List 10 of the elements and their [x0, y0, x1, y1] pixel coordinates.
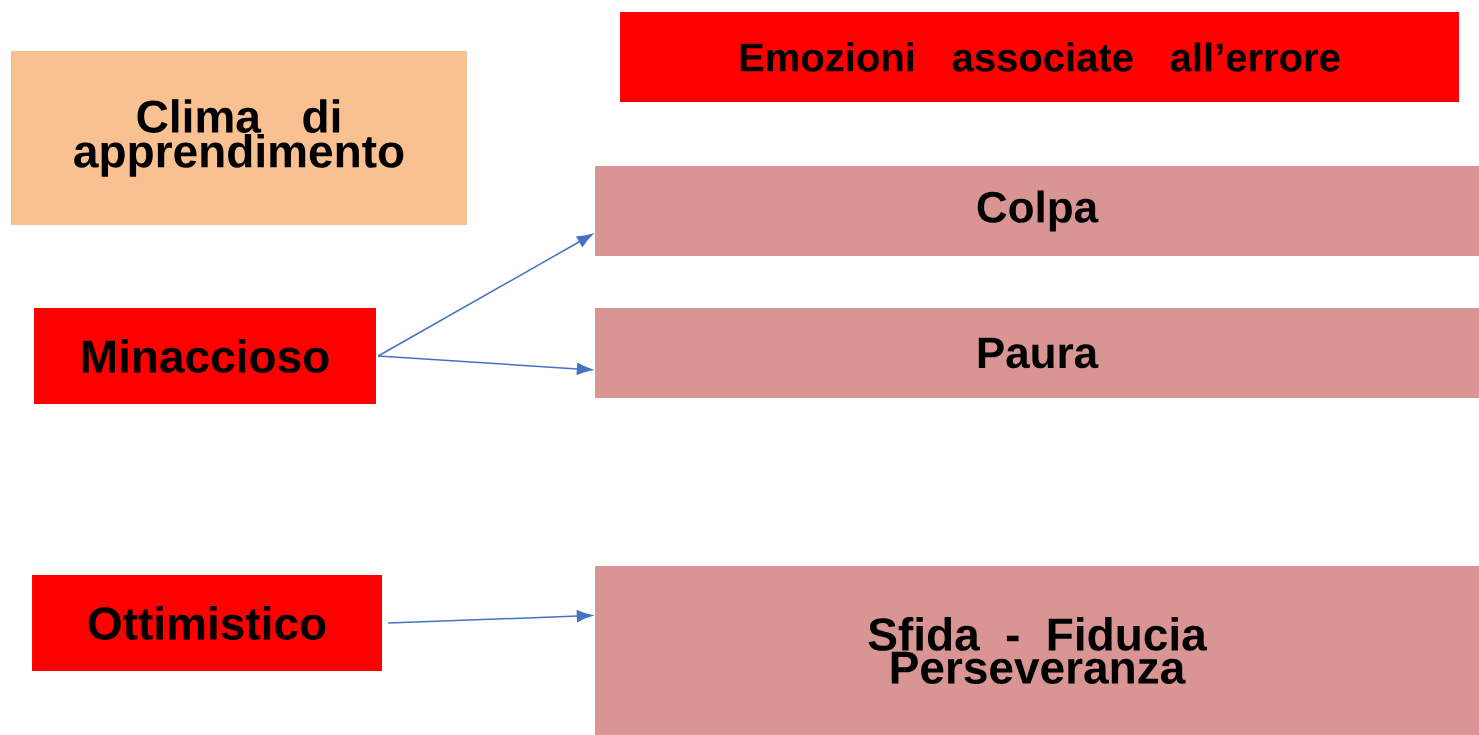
climate-box: Minaccioso [34, 308, 376, 404]
arrow [377, 355, 593, 375]
arrow [377, 233, 593, 357]
emotion-box: Paura [595, 308, 1479, 398]
climate-box: Ottimistico [32, 575, 382, 671]
heading-box: Emozioni associate all’errore [620, 12, 1459, 102]
heading-box: Clima di apprendimento [11, 51, 467, 225]
arrow [387, 610, 593, 624]
emotion-box: Sfida - Fiducia Perseveranza [595, 566, 1479, 735]
emotion-box: Colpa [595, 166, 1479, 256]
